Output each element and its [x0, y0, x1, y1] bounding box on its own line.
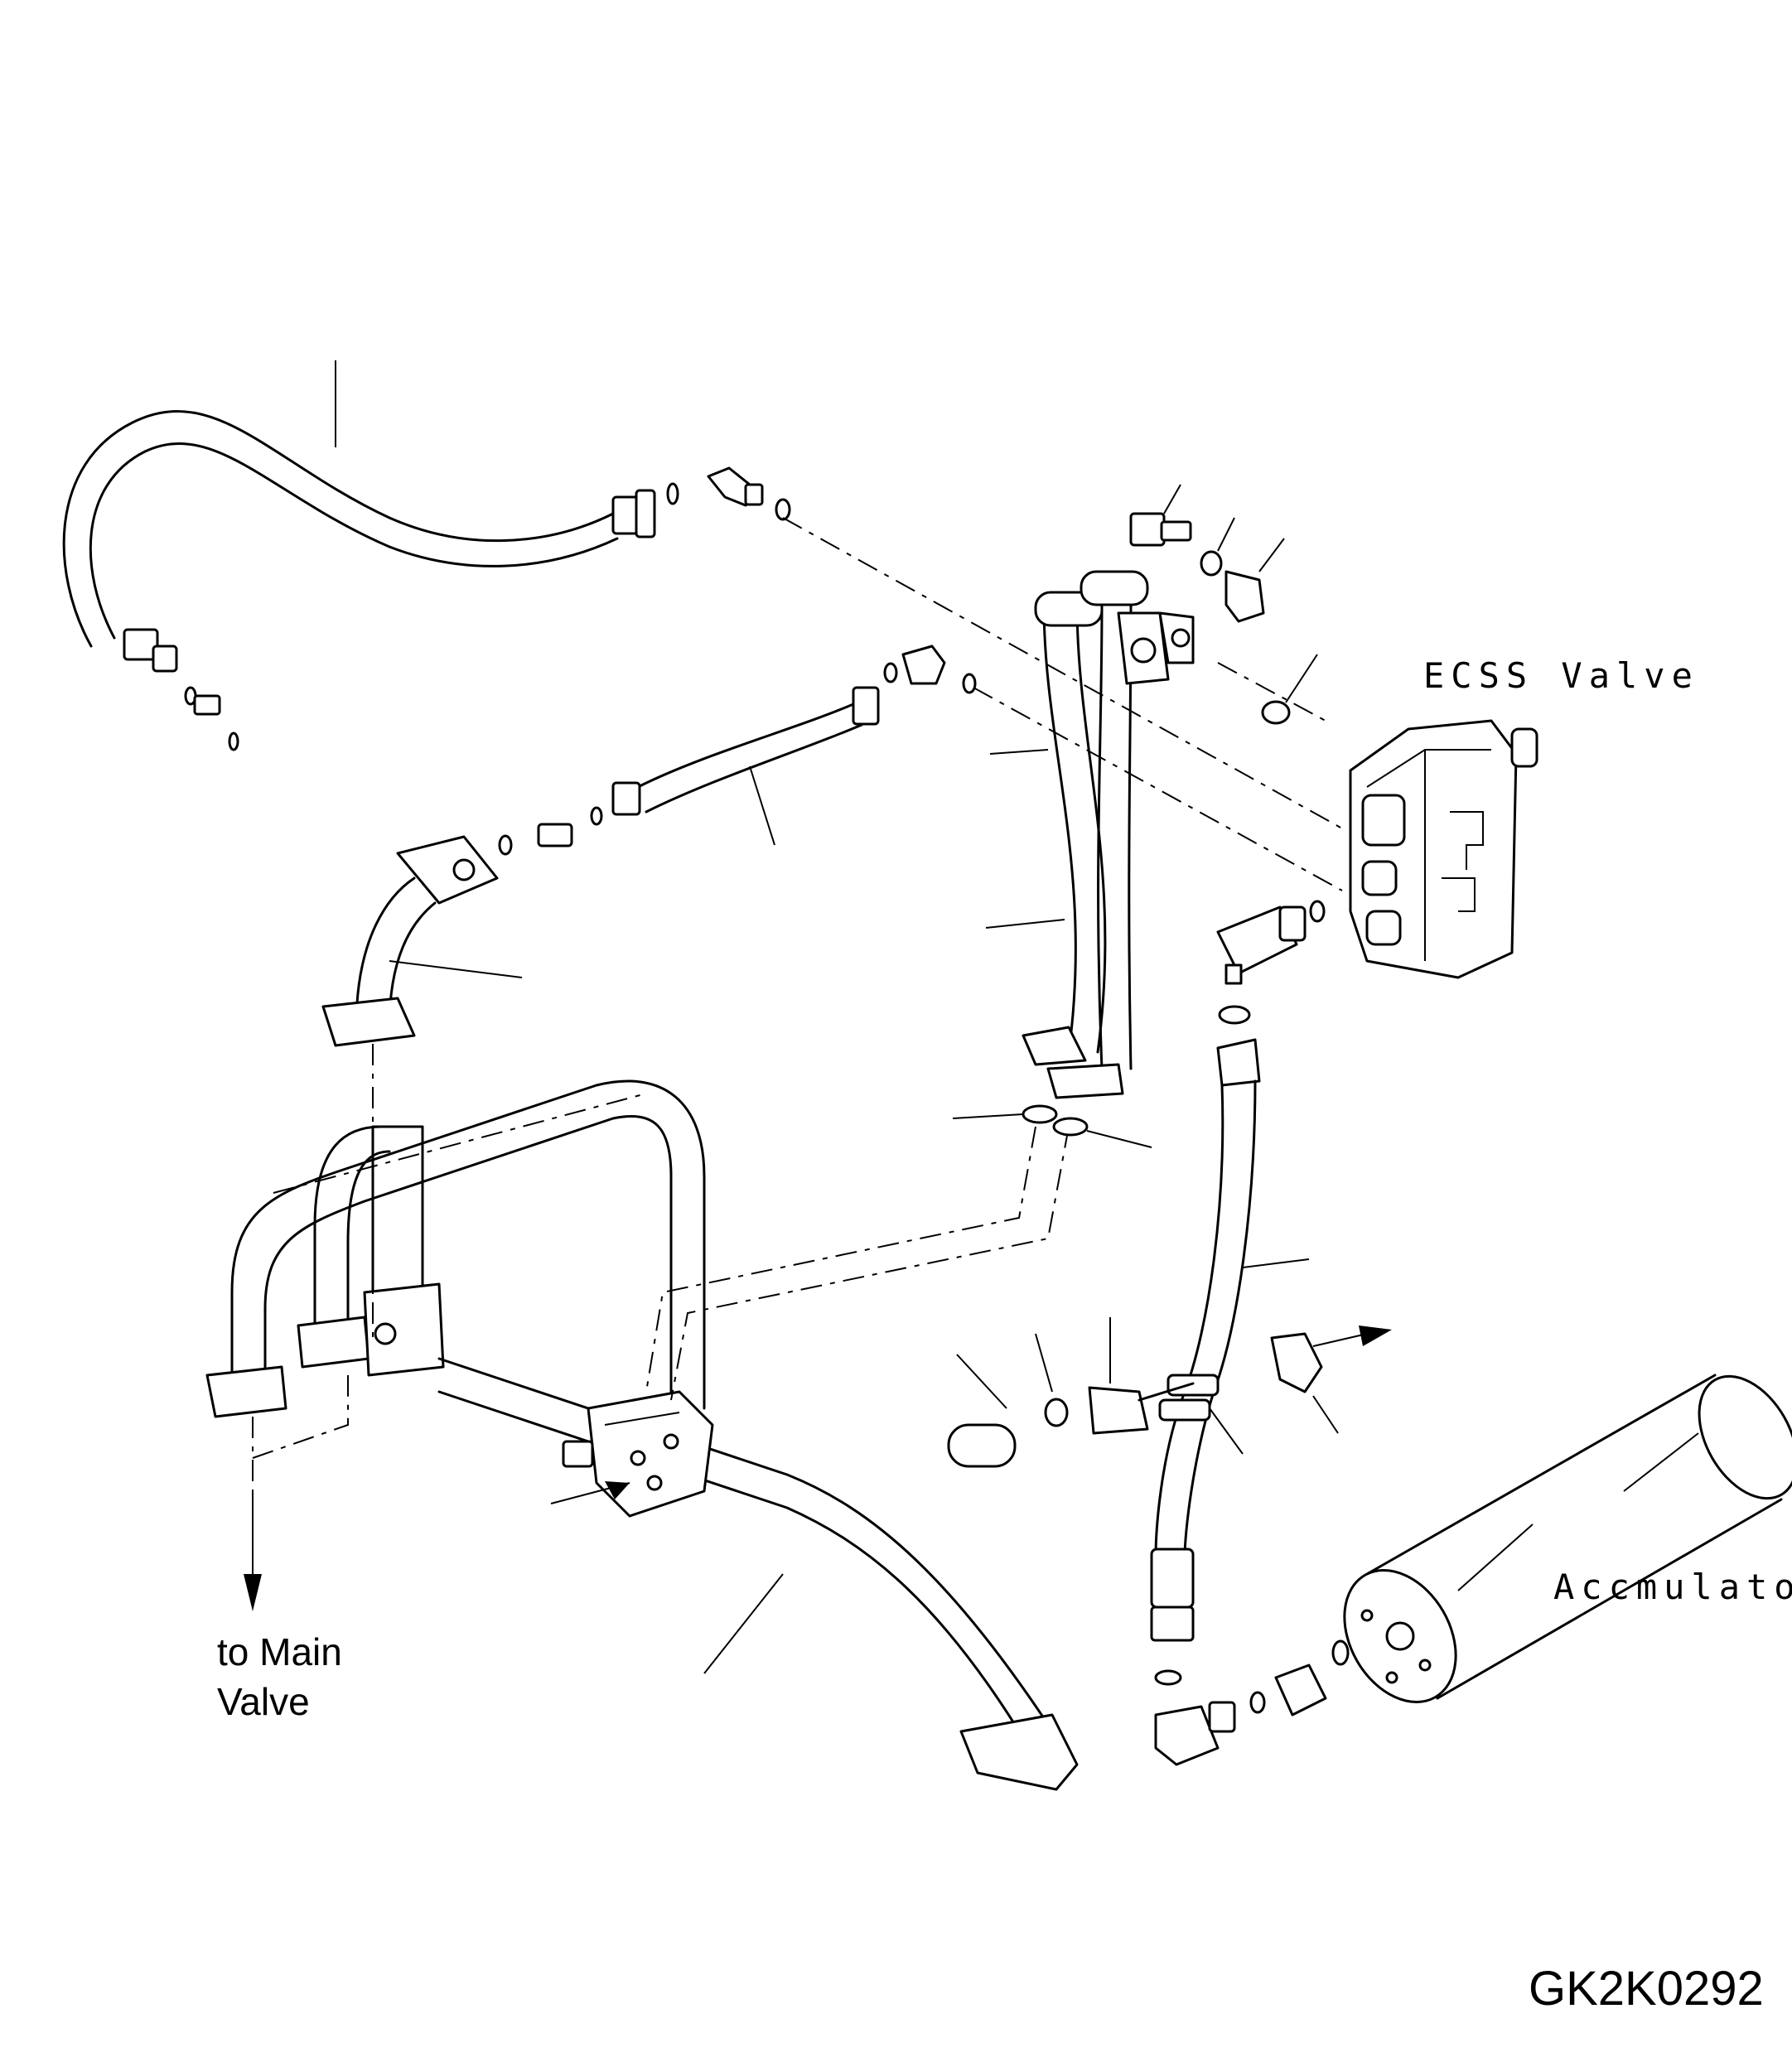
manifold-block — [550, 1390, 714, 1518]
ecss-valve-label: ECSS Valve — [1423, 655, 1699, 696]
hose-end-fittings — [184, 466, 791, 751]
accumulator-label: Accmulator — [1553, 1567, 1792, 1607]
hose-clamp-set — [947, 1317, 1392, 1468]
lower-pipe-assembly — [205, 1079, 1079, 1791]
pressure-switch — [1216, 900, 1326, 985]
bottom-fittings — [1154, 1639, 1350, 1766]
o-rings — [952, 1104, 1152, 1148]
short-hose — [498, 645, 977, 856]
elbow-pipe — [321, 835, 523, 1047]
drawing-code: GK2K0292 — [1529, 1962, 1764, 2016]
ecss-valve-block — [1217, 662, 1538, 979]
to-main-valve-arrow — [244, 1491, 262, 1611]
to-main-valve-label-line2: Valve — [217, 1680, 310, 1723]
accumulator-cylinder — [1343, 1374, 1792, 1703]
long-hose — [62, 360, 656, 673]
twin-pipes — [985, 570, 1195, 1099]
top-bolt-set — [1129, 484, 1318, 725]
connection-lines — [252, 517, 1343, 1491]
to-main-valve-label-line1: to Main — [217, 1630, 342, 1673]
accumulator-hose — [1150, 1005, 1310, 1642]
